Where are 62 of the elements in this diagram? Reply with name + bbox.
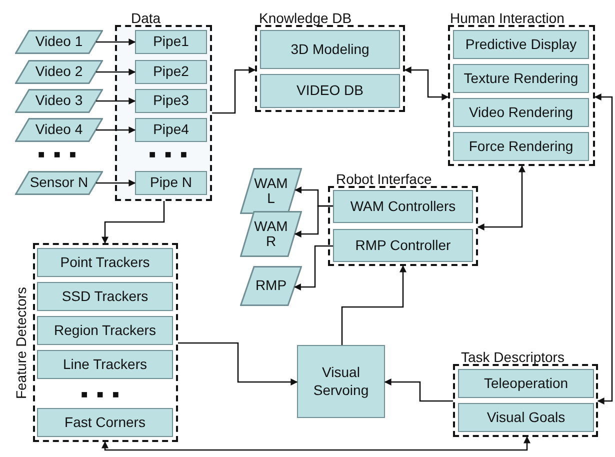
- process-box: VIDEO DB: [260, 74, 400, 108]
- process-box: WAM Controllers: [333, 190, 473, 223]
- process-box: Fast Corners: [37, 408, 173, 437]
- process-box: Pipe4: [135, 118, 207, 142]
- connector-arrow: [96, 126, 136, 134]
- process-box: Teleoperation: [458, 369, 594, 398]
- process-box: Visual Goals: [458, 403, 594, 432]
- node-label: WAM R: [254, 218, 288, 250]
- process-box: Force Rendering: [453, 132, 589, 161]
- connector-arrow: [294, 245, 333, 290]
- process-box: Visual Servoing: [297, 345, 385, 418]
- process-box: Pipe1: [135, 30, 207, 54]
- data-parallelogram: [240, 168, 302, 214]
- ellipsis-marks: ■ ■ ■: [149, 149, 190, 161]
- data-parallelogram: [240, 266, 302, 306]
- process-box: Predictive Display: [453, 30, 589, 59]
- process-box: 3D Modeling: [260, 30, 400, 69]
- group-title: Task Descriptors: [461, 349, 564, 365]
- node-label: Video 1: [35, 34, 83, 50]
- process-box: RMP Controller: [333, 229, 473, 262]
- process-box: Point Trackers: [37, 248, 173, 277]
- process-box: Pipe N: [135, 171, 207, 195]
- node-label: WAM L: [254, 176, 288, 206]
- process-box: Texture Rendering: [453, 64, 589, 93]
- connector-arrow: [294, 205, 333, 238]
- data-parallelogram: [15, 30, 103, 54]
- group-title: Robot Interface: [336, 171, 432, 187]
- group-title: Knowledge DB: [259, 10, 352, 26]
- connector-arrow: [102, 201, 165, 244]
- connector-arrow: [594, 94, 613, 404]
- connector-arrow: [96, 38, 136, 46]
- group-title: Human Interaction: [450, 10, 564, 26]
- group-title: Feature Detectors: [13, 286, 29, 399]
- node-label: Video 4: [35, 122, 83, 138]
- connector-arrow: [96, 68, 136, 76]
- node-label: Sensor N: [30, 175, 88, 191]
- node-label: Video 3: [35, 93, 83, 109]
- connector-arrow: [404, 66, 449, 100]
- connector-arrow: [96, 180, 136, 186]
- data-parallelogram: [240, 211, 302, 257]
- ellipsis-marks: ■ ■ ■: [38, 149, 80, 161]
- connector-arrow: [212, 66, 256, 114]
- process-box: Line Trackers: [37, 350, 173, 379]
- connector-arrow: [341, 265, 406, 345]
- connector-arrow: [384, 378, 453, 402]
- connector-arrow: [102, 436, 530, 451]
- process-box: SSD Trackers: [37, 282, 173, 311]
- data-parallelogram: [15, 171, 103, 195]
- group-title: Data: [131, 10, 161, 26]
- node-label: RMP: [255, 278, 287, 294]
- connector-arrow: [178, 342, 298, 386]
- data-parallelogram: [15, 60, 103, 84]
- process-box: Pipe2: [135, 60, 207, 84]
- data-parallelogram: [15, 89, 103, 113]
- process-box: Pipe3: [135, 89, 207, 113]
- data-parallelogram: [15, 118, 103, 142]
- connector-arrow: [477, 165, 526, 230]
- connector-arrow: [96, 98, 136, 104]
- process-box: Video Rendering: [453, 98, 589, 127]
- node-label: Video 2: [35, 64, 83, 80]
- process-box: Region Trackers: [37, 316, 173, 345]
- ellipsis-marks: ■ ■ ■: [81, 389, 122, 401]
